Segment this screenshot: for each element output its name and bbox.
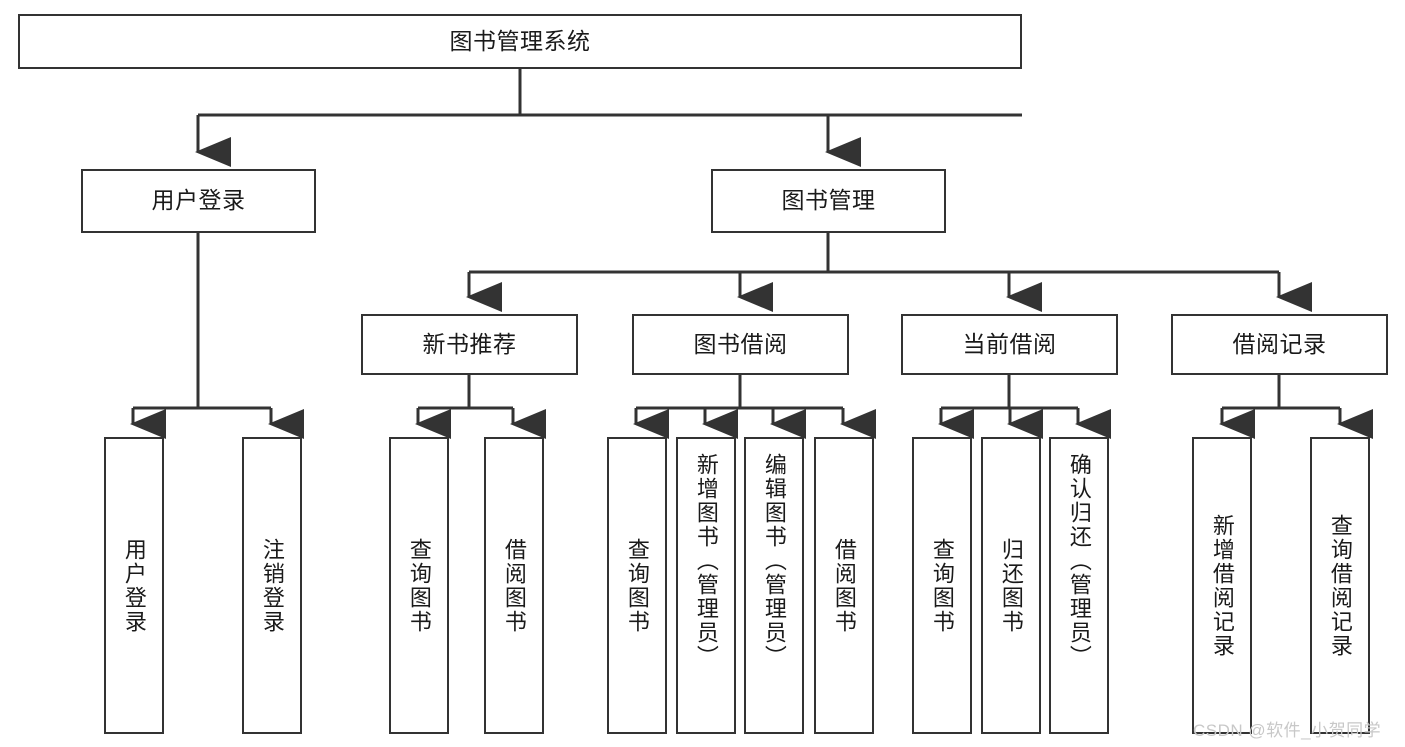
leaf-query-record-label: 查询借阅记录	[1327, 513, 1353, 658]
leaf-borrow-book-2-label: 借阅图书	[831, 537, 857, 634]
leaf-add-book-label: 新增图书（管理员）	[693, 453, 719, 669]
leaf-edit-book[interactable]: 编辑图书（管理员）	[744, 437, 804, 734]
leaf-logout[interactable]: 注销登录	[242, 437, 302, 734]
node-root-label: 图书管理系统	[449, 27, 591, 54]
leaf-borrow-book-1[interactable]: 借阅图书	[484, 437, 544, 734]
leaf-query-book-2-label: 查询图书	[624, 537, 650, 634]
leaf-add-book[interactable]: 新增图书（管理员）	[676, 437, 736, 734]
node-borrow-record[interactable]: 借阅记录	[1171, 314, 1388, 375]
node-book-borrow[interactable]: 图书借阅	[632, 314, 849, 375]
node-new-book-recommend-label: 新书推荐	[422, 330, 517, 357]
leaf-query-book-1-label: 查询图书	[406, 537, 432, 634]
leaf-add-record-label: 新增借阅记录	[1209, 513, 1235, 658]
leaf-return-book[interactable]: 归还图书	[981, 437, 1041, 734]
node-book-manage[interactable]: 图书管理	[711, 169, 946, 233]
leaf-query-book-3-label: 查询图书	[929, 537, 955, 634]
node-root[interactable]: 图书管理系统	[18, 14, 1022, 69]
leaf-confirm-return-label: 确认归还（管理员）	[1066, 453, 1092, 669]
leaf-add-record[interactable]: 新增借阅记录	[1192, 437, 1252, 734]
node-new-book-recommend[interactable]: 新书推荐	[361, 314, 578, 375]
leaf-borrow-book-2[interactable]: 借阅图书	[814, 437, 874, 734]
leaf-edit-book-label: 编辑图书（管理员）	[761, 453, 787, 669]
leaf-logout-label: 注销登录	[259, 537, 285, 634]
csdn-watermark: CSDN @软件_小贺同学	[1193, 721, 1382, 740]
leaf-query-book-2[interactable]: 查询图书	[607, 437, 667, 734]
node-user-login-label: 用户登录	[151, 187, 246, 214]
leaf-query-book-1[interactable]: 查询图书	[389, 437, 449, 734]
leaf-confirm-return[interactable]: 确认归还（管理员）	[1049, 437, 1109, 734]
node-book-borrow-label: 图书借阅	[693, 330, 788, 357]
leaf-query-record[interactable]: 查询借阅记录	[1310, 437, 1370, 734]
node-borrow-record-label: 借阅记录	[1232, 330, 1327, 357]
node-user-login[interactable]: 用户登录	[81, 169, 316, 233]
leaf-query-book-3[interactable]: 查询图书	[912, 437, 972, 734]
leaf-return-book-label: 归还图书	[998, 537, 1024, 634]
leaf-borrow-book-1-label: 借阅图书	[501, 537, 527, 634]
node-current-borrow[interactable]: 当前借阅	[901, 314, 1118, 375]
leaf-user-login[interactable]: 用户登录	[104, 437, 164, 734]
leaf-user-login-label: 用户登录	[121, 537, 147, 634]
node-book-manage-label: 图书管理	[781, 187, 876, 214]
node-current-borrow-label: 当前借阅	[962, 330, 1057, 357]
